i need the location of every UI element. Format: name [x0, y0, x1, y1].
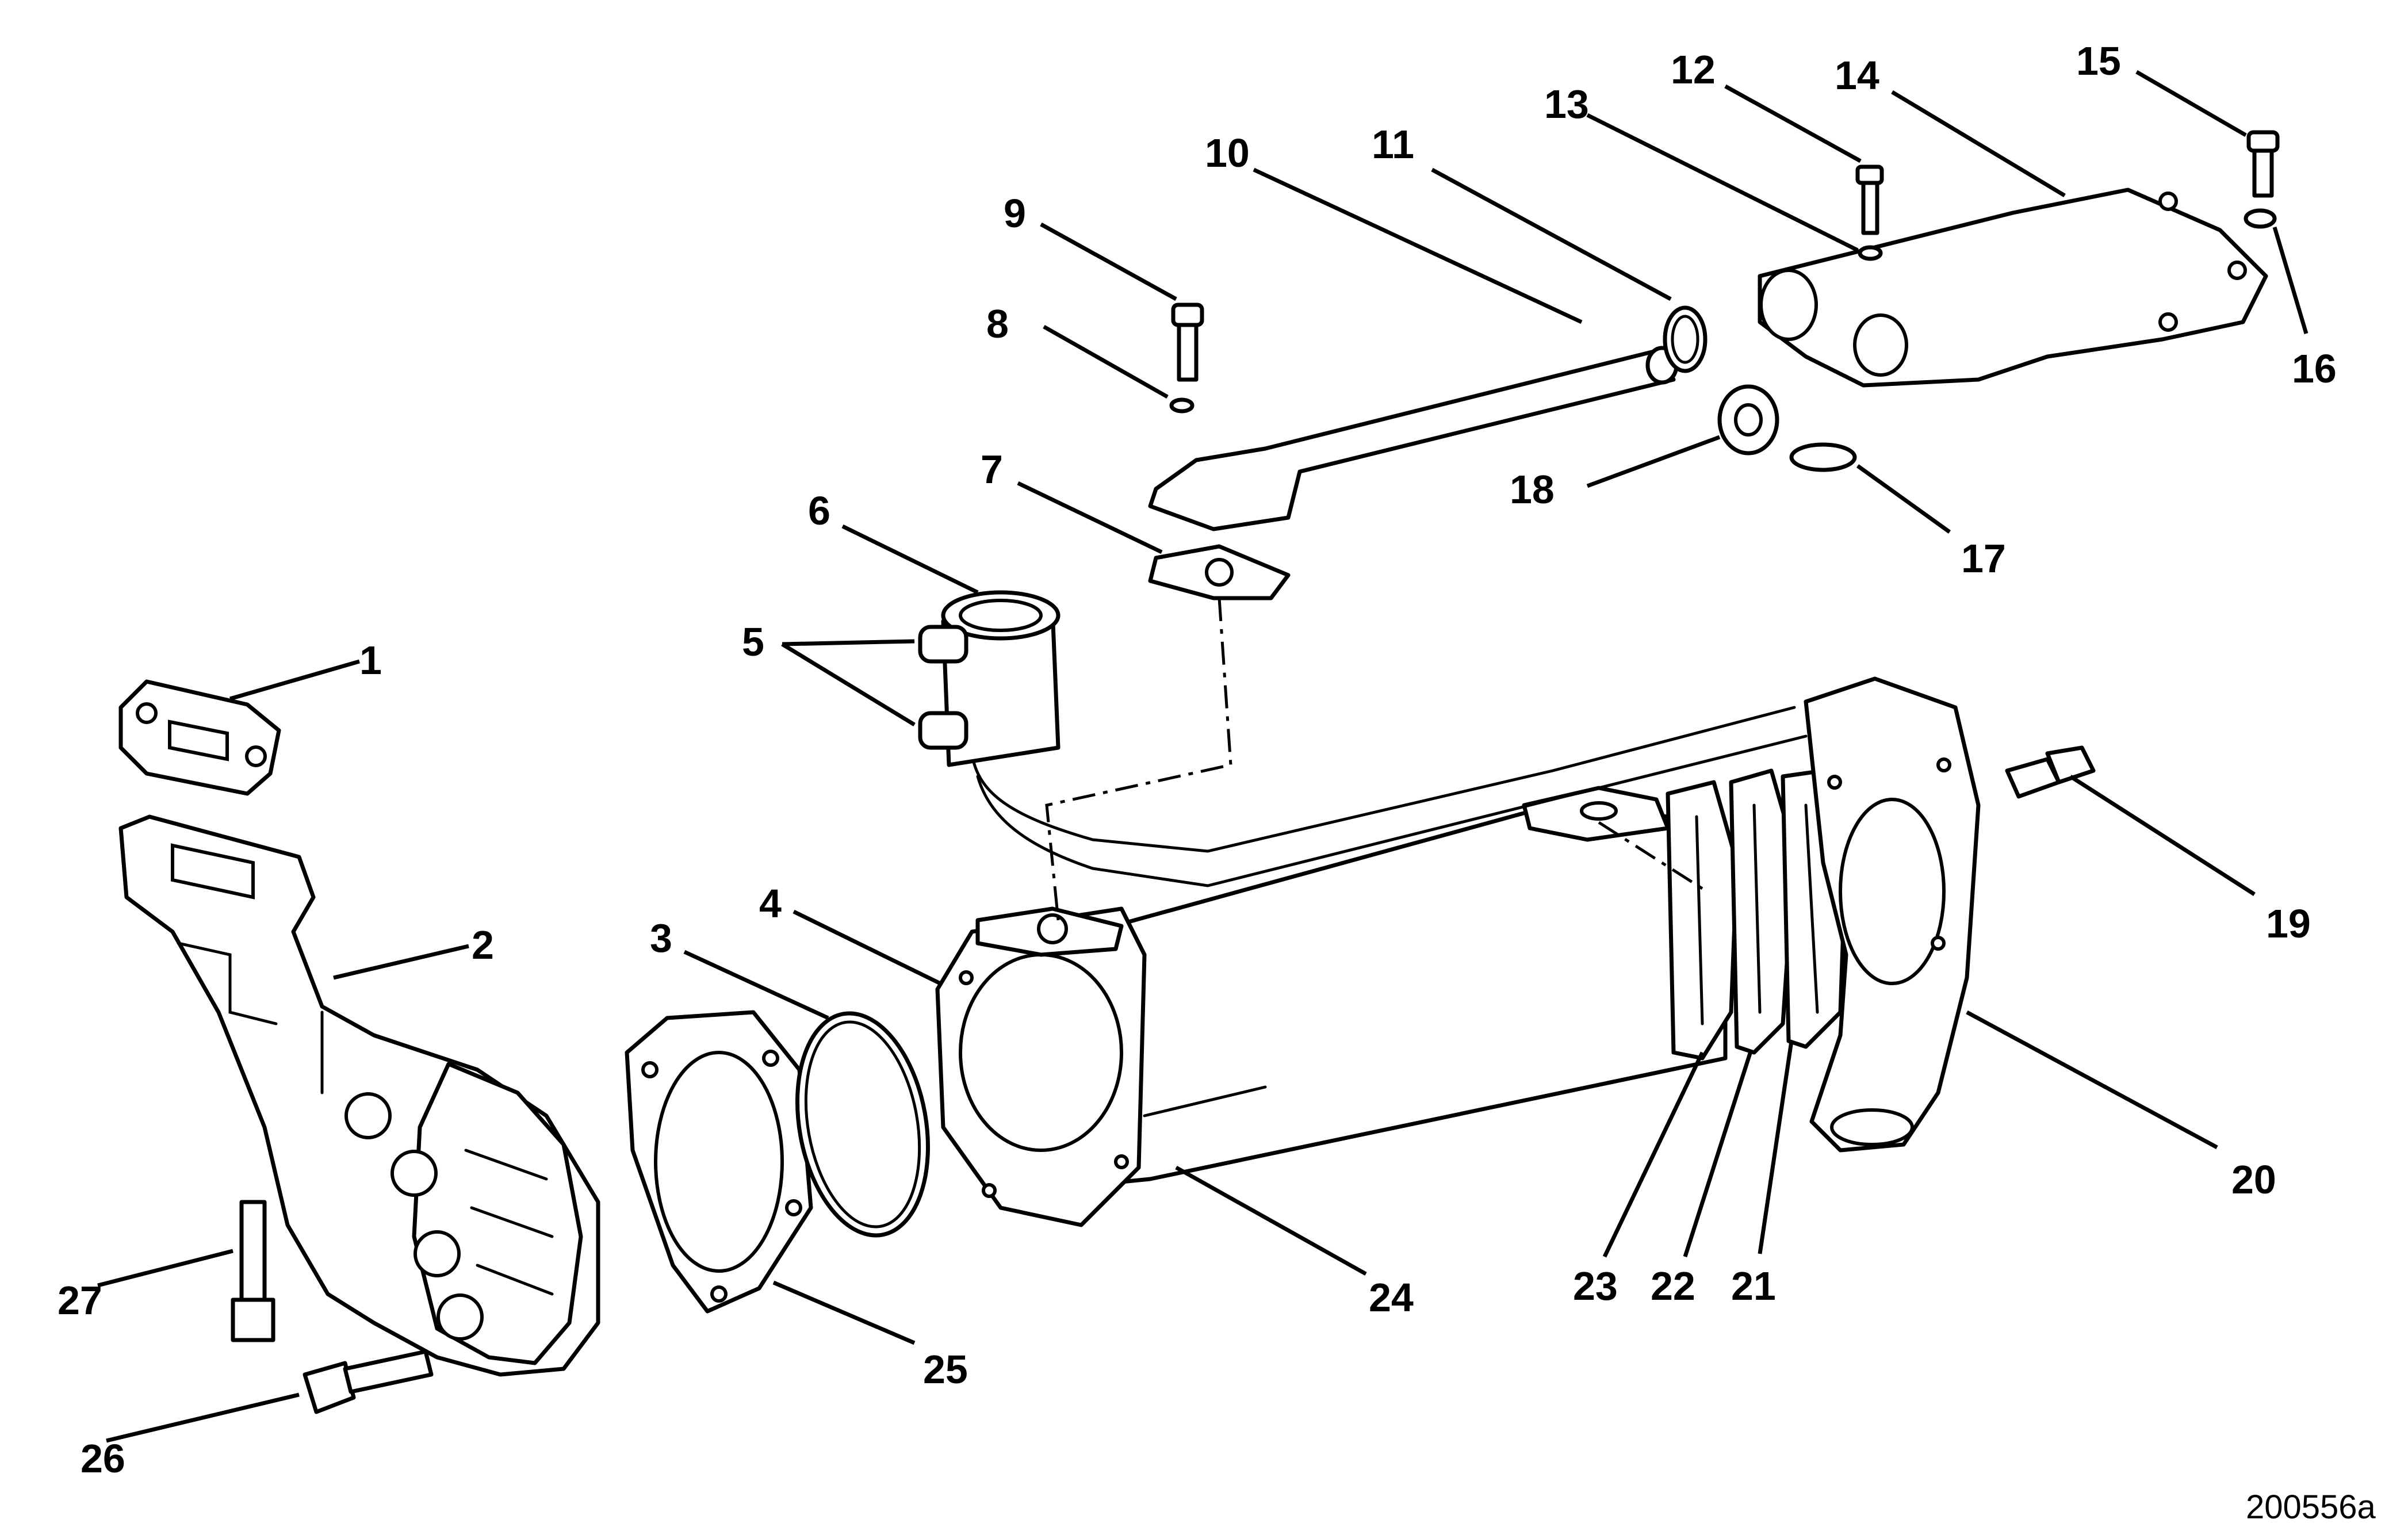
callout-14: 14 [1835, 53, 1879, 98]
part-6-elbow [941, 590, 1061, 767]
part-18-plug [1717, 384, 1779, 456]
callout-10: 10 [1205, 131, 1250, 175]
callout-26: 26 [81, 1436, 125, 1481]
part-1-gasket [118, 679, 281, 796]
callout-4: 4 [759, 881, 782, 926]
part-22-plate [1729, 768, 1797, 1055]
part-26-bolt [303, 1349, 434, 1414]
part-20-elbow-housing [1804, 676, 1981, 1153]
callout-27: 27 [58, 1278, 102, 1323]
callout-19: 19 [2266, 901, 2311, 946]
part-9-bolt [1171, 303, 1204, 382]
callout-24: 24 [1369, 1275, 1414, 1320]
part-16-washer [2244, 208, 2277, 229]
leader-lines [97, 70, 2309, 1443]
part-17-washer [1789, 442, 1857, 472]
callout-18: 18 [1510, 467, 1555, 512]
callout-16: 16 [2292, 346, 2337, 391]
callout-25: 25 [923, 1347, 968, 1392]
callout-7: 7 [981, 447, 1003, 492]
callout-5: 5 [742, 619, 764, 664]
part-15-bolt [2246, 130, 2280, 198]
part-10-tube [1148, 346, 1679, 531]
part-19-bolt [2005, 745, 2096, 799]
part-23-plate [1666, 780, 1739, 1061]
part-13-washer [1858, 245, 1883, 261]
part-14-outlet-housing [1758, 187, 2268, 388]
part-8-washer [1169, 397, 1195, 414]
callout-21: 21 [1731, 1264, 1776, 1308]
part-12-bolt [1855, 164, 1884, 235]
callout-2: 2 [472, 923, 494, 967]
part-27-bolt [231, 1200, 275, 1342]
callout-20: 20 [2231, 1157, 2276, 1202]
callout-3: 3 [650, 916, 672, 960]
part-7-gasket [1148, 544, 1291, 600]
callout-13: 13 [1544, 82, 1589, 127]
callout-22: 22 [1651, 1264, 1695, 1308]
callout-labels: 1 2 3 4 5 6 7 8 9 10 11 12 13 14 15 16 1… [58, 39, 2337, 1481]
callout-17: 17 [1961, 536, 2006, 581]
callout-9: 9 [1004, 191, 1026, 236]
callout-15: 15 [2076, 39, 2121, 83]
callout-8: 8 [986, 301, 1009, 346]
callout-11: 11 [1372, 122, 1414, 167]
bypass-pipe [970, 706, 1808, 887]
part-5-fittings [918, 625, 968, 750]
part-3-o-ring [795, 1011, 930, 1238]
part-2-bracket [118, 814, 600, 1377]
centerline-housing [1598, 821, 1703, 890]
callout-1: 1 [359, 638, 382, 683]
centerline-gasket-to-flange [1045, 598, 1232, 921]
callout-12: 12 [1671, 47, 1716, 92]
part-24-cooler-housing [935, 786, 1728, 1227]
callout-6: 6 [808, 488, 830, 533]
part-25-gasket [625, 1010, 813, 1314]
callout-23: 23 [1573, 1264, 1618, 1308]
part-11-o-ring [1663, 305, 1708, 373]
figure-id: 200556a [2246, 1488, 2376, 1526]
